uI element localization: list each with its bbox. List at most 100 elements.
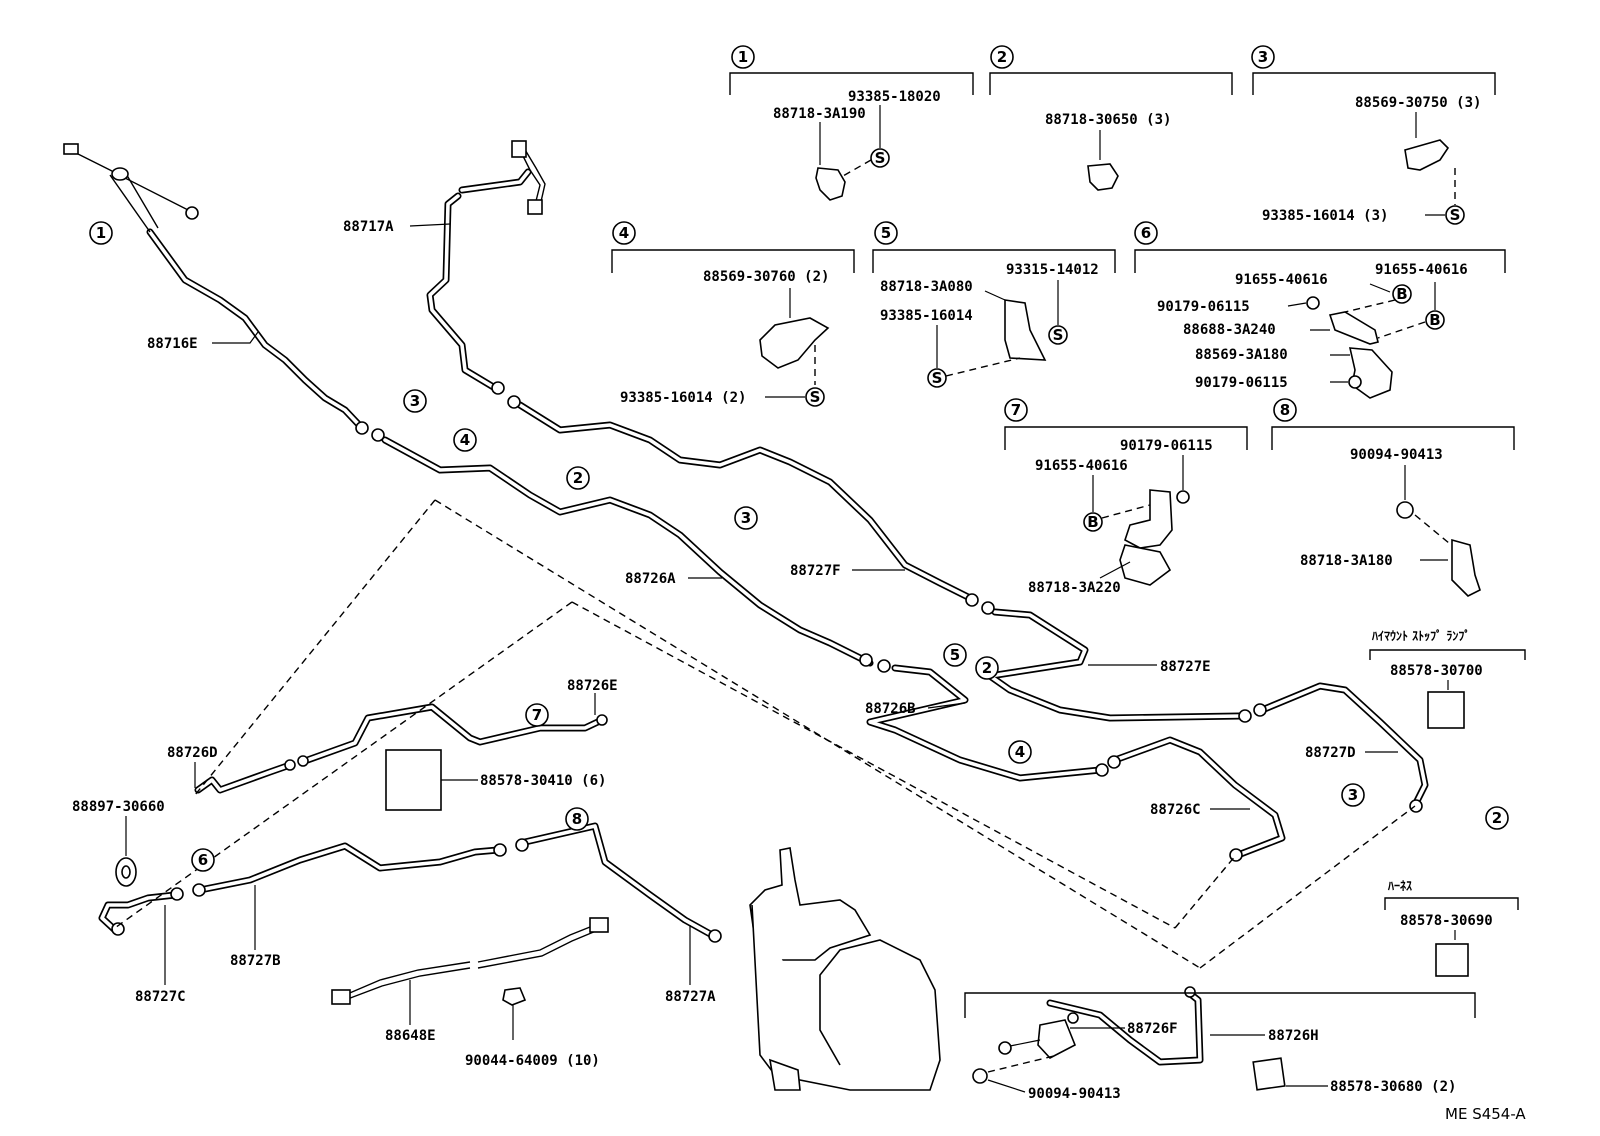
svg-text:88578-30410 (6): 88578-30410 (6) <box>480 773 606 789</box>
svg-text:88578-30680 (2): 88578-30680 (2) <box>1330 1079 1456 1095</box>
detail-1-box: 1 93385-18020 88718-3A190 S <box>729 45 974 201</box>
detail-8-box: 8 90094-90413 88718-3A180 <box>1271 398 1515 597</box>
svg-text:S: S <box>1053 326 1064 344</box>
svg-text:B: B <box>1087 513 1098 531</box>
svg-text:6: 6 <box>198 851 208 869</box>
pipe-joints <box>111 381 1423 1024</box>
pipe-88727F <box>516 401 974 602</box>
svg-text:93385-16014 (2): 93385-16014 (2) <box>620 390 746 406</box>
svg-text:4: 4 <box>1015 743 1025 761</box>
svg-text:91655-40616: 91655-40616 <box>1035 458 1128 474</box>
dashed-leader-lines <box>111 499 1416 969</box>
svg-text:88717A: 88717A <box>343 219 394 235</box>
pipe-network <box>98 168 1429 1066</box>
svg-text:3: 3 <box>1348 786 1358 804</box>
svg-text:88718-3A220: 88718-3A220 <box>1028 580 1121 596</box>
svg-text:90179-06115: 90179-06115 <box>1157 299 1250 315</box>
svg-text:4: 4 <box>460 431 470 449</box>
detail-6-box: 6 91655-40616 91655-40616 B B 90179-0611… <box>1134 221 1506 399</box>
svg-text:91655-40616: 91655-40616 <box>1375 262 1468 278</box>
tank-outline <box>749 847 941 1091</box>
svg-text:B: B <box>1429 311 1440 329</box>
svg-text:88578-30700: 88578-30700 <box>1390 663 1483 679</box>
svg-text:91655-40616: 91655-40616 <box>1235 272 1328 288</box>
svg-text:88578-30690: 88578-30690 <box>1400 913 1493 929</box>
svg-text:S: S <box>810 388 821 406</box>
svg-text:2: 2 <box>1492 809 1502 827</box>
svg-text:88727B: 88727B <box>230 953 281 969</box>
svg-text:88716E: 88716E <box>147 336 198 352</box>
svg-text:B: B <box>1396 285 1407 303</box>
svg-text:88726F: 88726F <box>1127 1021 1178 1037</box>
svg-text:7: 7 <box>532 706 542 724</box>
svg-text:88727C: 88727C <box>135 989 186 1005</box>
svg-text:90094-90413: 90094-90413 <box>1028 1086 1121 1102</box>
detail-5-box: 5 93315-14012 88718-3A080 93385-16014 S … <box>872 221 1116 388</box>
svg-text:88569-30750 (3): 88569-30750 (3) <box>1355 95 1481 111</box>
svg-text:88648E: 88648E <box>385 1028 436 1044</box>
pipe-labels: 1 3 4 2 3 5 2 4 3 2 7 6 8 88717A 88716E … <box>72 219 1526 1123</box>
svg-text:S: S <box>1450 206 1461 224</box>
pipe-88726E <box>298 703 606 766</box>
svg-text:4: 4 <box>619 224 629 242</box>
pipe-88727D <box>1258 682 1429 809</box>
svg-text:S: S <box>932 369 943 387</box>
pipe-88726C <box>1111 736 1286 859</box>
pipe-88726B <box>866 664 1104 782</box>
svg-text:88726E: 88726E <box>567 678 618 694</box>
svg-text:88727A: 88727A <box>665 989 716 1005</box>
svg-text:88727F: 88727F <box>790 563 841 579</box>
svg-text:93385-18020: 93385-18020 <box>848 89 941 105</box>
svg-text:88688-3A240: 88688-3A240 <box>1183 322 1276 338</box>
svg-text:93315-14012: 93315-14012 <box>1006 262 1099 278</box>
pipe-88717A <box>426 168 532 392</box>
pipe-88727A <box>521 822 716 939</box>
svg-text:88718-3A180: 88718-3A180 <box>1300 553 1393 569</box>
cable-connector-top-left <box>63 143 199 233</box>
bottom-right-detail <box>964 992 1476 1091</box>
svg-text:5: 5 <box>950 646 960 664</box>
svg-text:ME S454-A: ME S454-A <box>1445 1105 1526 1123</box>
stop-lamp-panel: ﾊｲﾏｳﾝﾄ ｽﾄｯﾌﾟ ﾗﾝﾌﾟ 88578-30700 <box>1369 628 1526 729</box>
svg-text:88726H: 88726H <box>1268 1028 1319 1044</box>
svg-text:88569-30760 (2): 88569-30760 (2) <box>703 269 829 285</box>
svg-text:2: 2 <box>573 469 583 487</box>
svg-text:88718-30650 (3): 88718-30650 (3) <box>1045 112 1171 128</box>
svg-text:88727E: 88727E <box>1160 659 1211 675</box>
svg-text:90094-90413: 90094-90413 <box>1350 447 1443 463</box>
svg-text:88727D: 88727D <box>1305 745 1356 761</box>
svg-text:1: 1 <box>96 224 106 242</box>
svg-text:90179-06115: 90179-06115 <box>1120 438 1213 454</box>
detail-3-box: 3 88569-30750 (3) 93385-16014 (3) S <box>1251 45 1496 225</box>
svg-text:90179-06115: 90179-06115 <box>1195 375 1288 391</box>
svg-text:88718-3A190: 88718-3A190 <box>773 106 866 122</box>
pipe-88726D <box>194 761 294 794</box>
svg-text:88726B: 88726B <box>865 701 916 717</box>
svg-text:3: 3 <box>1258 48 1268 66</box>
svg-text:1: 1 <box>738 48 748 66</box>
pipe-88716E <box>146 228 366 432</box>
svg-text:7: 7 <box>1011 401 1021 419</box>
pipe-88726F <box>1046 988 1204 1066</box>
svg-text:88726A: 88726A <box>625 571 676 587</box>
svg-text:93385-16014: 93385-16014 <box>880 308 973 324</box>
grommet-88897 <box>115 857 137 887</box>
svg-text:2: 2 <box>997 48 1007 66</box>
svg-text:3: 3 <box>741 509 751 527</box>
svg-text:88726C: 88726C <box>1150 802 1201 818</box>
harness-connector-top <box>511 140 546 215</box>
pipe-88727B <box>196 842 502 894</box>
svg-text:8: 8 <box>572 810 582 828</box>
svg-text:3: 3 <box>410 392 420 410</box>
svg-text:6: 6 <box>1141 224 1151 242</box>
pipe-88727C <box>98 891 179 934</box>
svg-text:88718-3A080: 88718-3A080 <box>880 279 973 295</box>
pad-88578-30410 <box>385 749 478 811</box>
svg-text:90044-64009 (10): 90044-64009 (10) <box>465 1053 600 1069</box>
wire-harness-88648E <box>331 917 609 1040</box>
svg-text:ﾊｲﾏｳﾝﾄ ｽﾄｯﾌﾟ ﾗﾝﾌﾟ: ﾊｲﾏｳﾝﾄ ｽﾄｯﾌﾟ ﾗﾝﾌﾟ <box>1371 628 1470 643</box>
svg-text:93385-16014 (3): 93385-16014 (3) <box>1262 208 1388 224</box>
svg-text:8: 8 <box>1280 401 1290 419</box>
svg-text:5: 5 <box>881 224 891 242</box>
